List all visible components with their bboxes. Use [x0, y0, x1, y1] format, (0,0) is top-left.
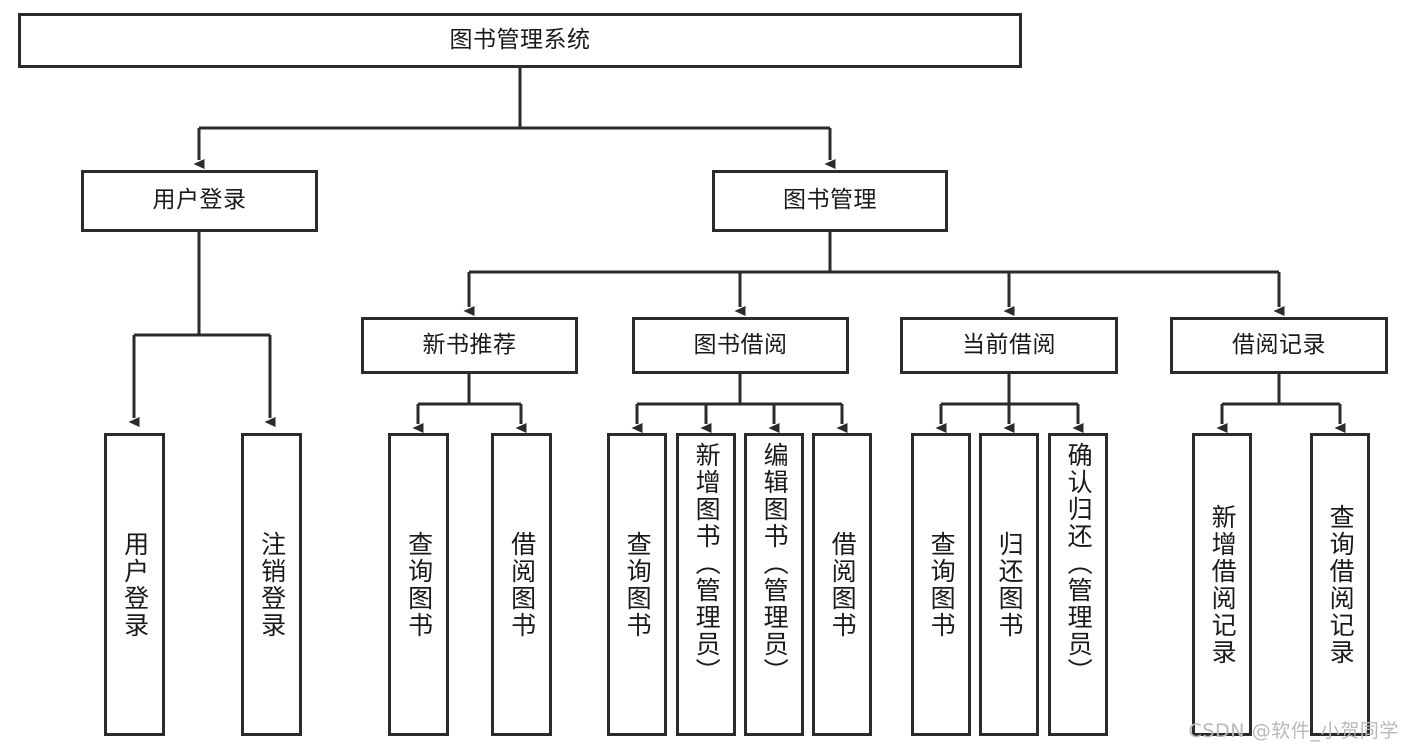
leaf-logout-login-label: 注销登录: [257, 530, 287, 639]
leaf-borrow-book-1[interactable]: 借阅图书: [491, 433, 552, 736]
node-root-label: 图书管理系统: [449, 26, 591, 53]
leaf-add-record[interactable]: 新增借阅记录: [1192, 433, 1252, 736]
leaf-query-record[interactable]: 查询借阅记录: [1310, 433, 1370, 736]
leaf-edit-book[interactable]: 编辑图书（管理员）: [744, 433, 804, 736]
leaf-query-record-label: 查询借阅记录: [1326, 503, 1356, 666]
leaf-query-book-2-label: 查询图书: [623, 530, 653, 639]
node-user-login[interactable]: 用户登录: [81, 170, 318, 232]
leaf-query-book-1[interactable]: 查询图书: [388, 433, 449, 736]
leaf-confirm-return[interactable]: 确认归还（管理员）: [1048, 433, 1108, 736]
leaf-add-record-label: 新增借阅记录: [1208, 503, 1238, 666]
leaf-borrow-book-2-label: 借阅图书: [828, 530, 858, 639]
leaf-query-book-2[interactable]: 查询图书: [607, 433, 667, 736]
leaf-add-book[interactable]: 新增图书（管理员）: [676, 433, 736, 736]
leaf-edit-book-label: 编辑图书（管理员）: [760, 442, 790, 685]
leaf-user-login[interactable]: 用户登录: [104, 433, 165, 736]
node-current-borrow-label: 当前借阅: [962, 331, 1056, 358]
node-root[interactable]: 图书管理系统: [18, 13, 1022, 68]
node-book-management-label: 图书管理: [783, 187, 877, 214]
node-book-borrow-label: 图书借阅: [693, 331, 788, 358]
node-user-login-label: 用户登录: [152, 187, 247, 214]
leaf-query-book-3-label: 查询图书: [927, 530, 957, 639]
node-current-borrow[interactable]: 当前借阅: [900, 317, 1118, 374]
node-borrow-record[interactable]: 借阅记录: [1170, 317, 1388, 374]
leaf-logout-login[interactable]: 注销登录: [241, 433, 302, 736]
node-book-management[interactable]: 图书管理: [712, 170, 948, 232]
leaf-return-book[interactable]: 归还图书: [979, 433, 1039, 736]
leaf-query-book-1-label: 查询图书: [404, 530, 434, 639]
leaf-user-login-label: 用户登录: [120, 530, 150, 639]
leaf-borrow-book-2[interactable]: 借阅图书: [812, 433, 872, 736]
leaf-return-book-label: 归还图书: [995, 530, 1025, 639]
leaf-confirm-return-label: 确认归还（管理员）: [1064, 442, 1094, 685]
leaf-add-book-label: 新增图书（管理员）: [692, 442, 722, 685]
leaf-query-book-3[interactable]: 查询图书: [911, 433, 971, 736]
node-book-borrow[interactable]: 图书借阅: [632, 317, 849, 374]
leaf-borrow-book-1-label: 借阅图书: [507, 530, 537, 639]
node-borrow-record-label: 借阅记录: [1232, 331, 1326, 358]
node-new-book-recommend[interactable]: 新书推荐: [361, 317, 578, 374]
node-new-book-recommend-label: 新书推荐: [422, 331, 517, 358]
